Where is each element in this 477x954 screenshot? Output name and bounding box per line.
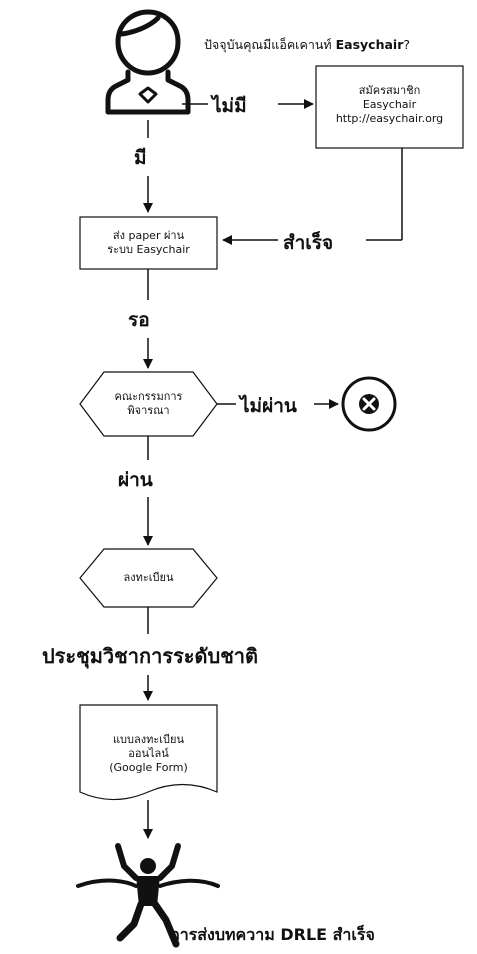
register-box-text: สมัครสมาชิก Easychair http://easychair.o…	[316, 84, 463, 126]
form-document-text: แบบลงทะเบียน ออนไลน์ (Google Form)	[80, 733, 217, 775]
form-line-3: (Google Form)	[109, 761, 188, 774]
submit-box-text: ส่ง paper ผ่าน ระบบ Easychair	[80, 229, 217, 257]
enroll-line-1: ลงทะเบียน	[123, 571, 174, 584]
footer-thai: การส่งบทความ	[170, 925, 281, 944]
committee-line-2: พิจารณา	[127, 404, 170, 417]
question-text: ปัจจุบันคุณมีแอ็คเคานท์ Easychair?	[204, 35, 410, 55]
submit-line-2: ระบบ Easychair	[107, 243, 190, 256]
edge-label-no: ไม่มี	[212, 95, 247, 117]
form-line-2: ออนไลน์	[128, 747, 169, 760]
register-line-3: http://easychair.org	[335, 112, 444, 125]
conference-label: ประชุมวิชาการระดับชาติ	[41, 644, 258, 668]
form-document	[79, 704, 218, 801]
runner-finish-icon	[76, 843, 220, 948]
edge-label-yes: มี	[134, 147, 147, 169]
committee-line-1: คณะกรรมการ	[114, 390, 183, 403]
submit-box	[79, 216, 218, 270]
footer-thai-2: สำเร็จ	[327, 925, 375, 944]
enroll-diamond	[79, 548, 218, 608]
committee-diamond-text: คณะกรรมการ พิจารณา	[80, 390, 217, 418]
question-prefix: ปัจจุบันคุณมีแอ็คเคานท์	[204, 37, 336, 52]
question-suffix: ?	[403, 37, 411, 52]
enroll-diamond-text: ลงทะเบียน	[80, 571, 217, 585]
submit-line-1: ส่ง paper ผ่าน	[112, 229, 185, 242]
edge-label-success: สำเร็จ	[283, 232, 334, 254]
register-line-2: Easychair	[362, 98, 417, 111]
user-icon	[105, 9, 191, 115]
edge-label-wait: รอ	[128, 309, 150, 331]
edge-label-pass: ผ่าน	[118, 469, 153, 491]
footer-brand: DRLE	[280, 925, 328, 944]
edge-label-fail: ไม่ผ่าน	[240, 395, 297, 417]
footer-text: การส่งบทความ DRLE สำเร็จ	[170, 923, 375, 948]
form-line-1: แบบลงทะเบียน	[112, 733, 185, 746]
rejected-x-icon	[341, 376, 397, 432]
question-brand: Easychair	[335, 37, 404, 52]
register-line-1: สมัครสมาชิก	[358, 84, 421, 97]
register-box	[315, 65, 464, 149]
